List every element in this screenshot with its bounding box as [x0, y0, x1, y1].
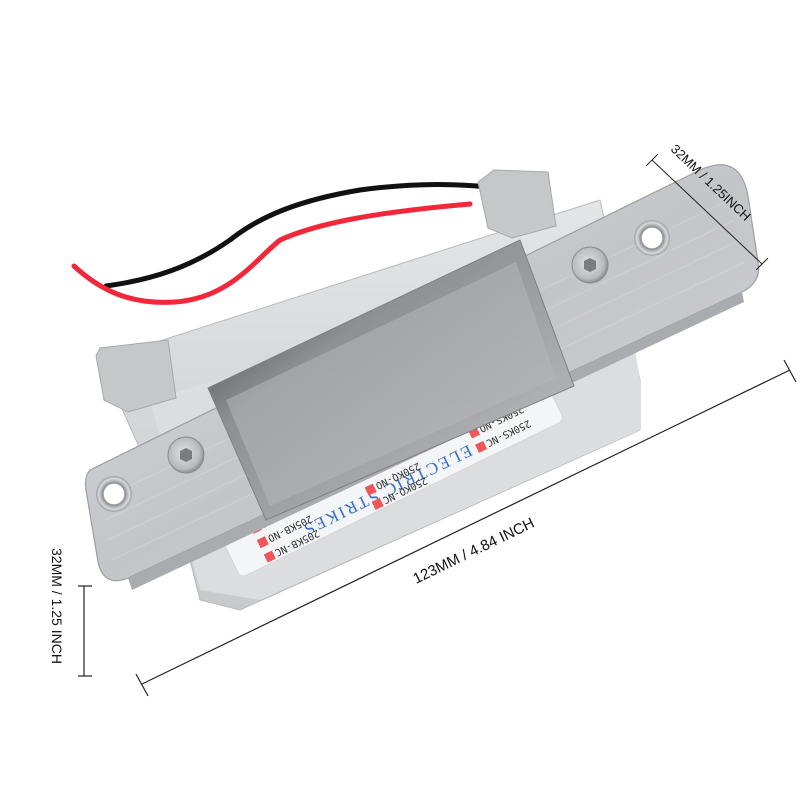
dimension-length-label: 123MM / 4.84 INCH: [410, 515, 537, 588]
mounting-hole-left: [96, 476, 132, 512]
wires: [71, 182, 503, 305]
hex-screw-icon: [167, 436, 205, 474]
red-wire: [71, 201, 473, 305]
hex-screw-icon: [571, 246, 609, 284]
mounting-tabs: [95, 169, 557, 413]
black-wire: [103, 182, 503, 289]
mounting-hole-right: [634, 220, 670, 256]
dimension-width-side-label: 32MM / 1.25 INCH: [49, 548, 65, 664]
face-plate: [84, 164, 760, 590]
dimension-width-side: 32MM / 1.25 INCH: [49, 548, 92, 677]
